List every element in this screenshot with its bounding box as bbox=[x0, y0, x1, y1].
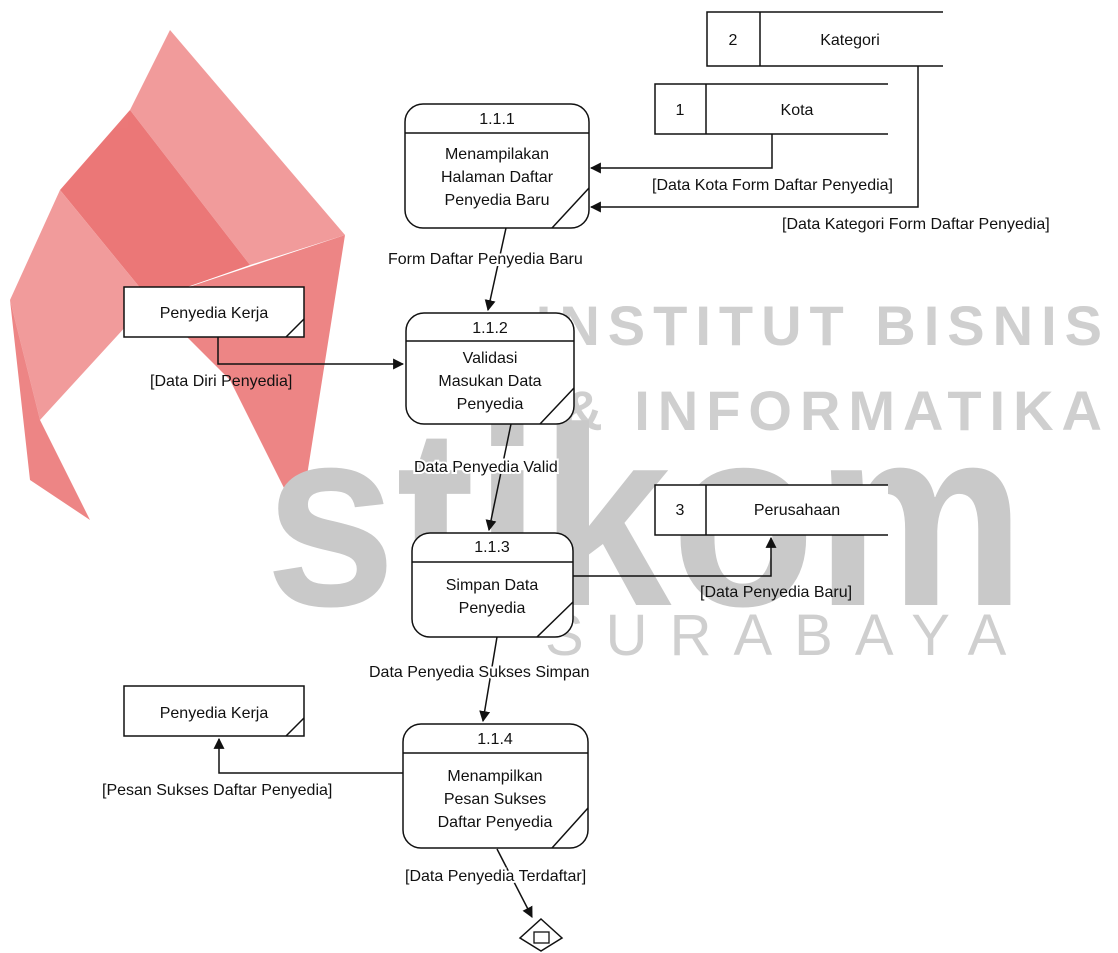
process-id: 1.1.4 bbox=[477, 731, 513, 748]
process-1-1-3[interactable]: 1.1.3 Simpan Data Penyedia bbox=[411, 532, 574, 638]
offpage-connector-icon[interactable] bbox=[518, 917, 564, 952]
flow-pesan-sukses[interactable]: [Pesan Sukses Daftar Penyedia] bbox=[102, 737, 403, 799]
datastore-name: Kategori bbox=[820, 32, 880, 49]
datastore-number: 2 bbox=[729, 32, 738, 49]
flow-label: [Data Penyedia Terdaftar] bbox=[405, 868, 586, 885]
flow-form-daftar[interactable]: Form Daftar Penyedia Baru bbox=[386, 227, 585, 312]
flow-sukses-simpan[interactable]: Data Penyedia Sukses Simpan bbox=[367, 636, 592, 723]
flow-data-kategori[interactable]: [Data Kategori Form Daftar Penyedia] bbox=[589, 66, 1050, 233]
watermark: INSTITUT BISNIS & INFORMATIKA stikom SUR… bbox=[10, 30, 1110, 668]
process-name-line: Masukan Data bbox=[438, 373, 541, 390]
process-name-line: Menampilkan bbox=[447, 768, 542, 785]
process-name-line: Penyedia bbox=[459, 600, 526, 617]
flow-label: [Pesan Sukses Daftar Penyedia] bbox=[102, 782, 332, 799]
process-name-line: Halaman Daftar bbox=[441, 169, 554, 186]
flow-label: [Data Diri Penyedia] bbox=[150, 373, 292, 390]
process-1-1-2[interactable]: 1.1.2 Validasi Masukan Data Penyedia bbox=[405, 312, 575, 425]
watermark-line1: INSTITUT BISNIS bbox=[536, 294, 1110, 357]
flow-label: Data Penyedia Valid bbox=[414, 459, 558, 476]
watermark-city: SURABAYA bbox=[545, 603, 1028, 668]
flow-label: [Data Kategori Form Daftar Penyedia] bbox=[782, 216, 1050, 233]
process-name-line: Daftar Penyedia bbox=[438, 814, 553, 831]
watermark-line2: & INFORMATIKA bbox=[562, 379, 1110, 442]
flow-label: [Data Kota Form Daftar Penyedia] bbox=[652, 177, 893, 194]
entity-name: Penyedia Kerja bbox=[160, 305, 269, 322]
datastore-name: Perusahaan bbox=[754, 502, 840, 519]
flow-label: [Data Penyedia Baru] bbox=[700, 584, 852, 601]
entity-penyedia-kerja-top[interactable]: Penyedia Kerja bbox=[123, 286, 305, 338]
datastore-kota[interactable]: 1 Kota bbox=[654, 83, 888, 135]
flow-data-kota[interactable]: [Data Kota Form Daftar Penyedia] bbox=[589, 134, 893, 194]
entity-penyedia-kerja-bottom[interactable]: Penyedia Kerja bbox=[123, 685, 305, 737]
datastore-kategori[interactable]: 2 Kategori bbox=[706, 11, 943, 67]
process-1-1-4[interactable]: 1.1.4 Menampilkan Pesan Sukses Daftar Pe… bbox=[402, 723, 589, 849]
flow-label: Form Daftar Penyedia Baru bbox=[388, 251, 583, 268]
datastore-name: Kota bbox=[781, 102, 814, 119]
process-id: 1.1.2 bbox=[472, 320, 508, 337]
process-name-line: Menampilakan bbox=[445, 146, 549, 163]
process-id: 1.1.1 bbox=[479, 111, 515, 128]
entity-name: Penyedia Kerja bbox=[160, 705, 269, 722]
process-name-line: Penyedia Baru bbox=[445, 192, 550, 209]
process-name-line: Pesan Sukses bbox=[444, 791, 546, 808]
process-id: 1.1.3 bbox=[474, 539, 510, 556]
flow-data-terdaftar[interactable]: [Data Penyedia Terdaftar] bbox=[403, 848, 588, 918]
flow-label: Data Penyedia Sukses Simpan bbox=[369, 664, 590, 681]
flow-data-penyedia-baru[interactable]: [Data Penyedia Baru] bbox=[573, 536, 852, 601]
watermark-brand: stikom bbox=[265, 375, 1025, 660]
process-1-1-1[interactable]: 1.1.1 Menampilakan Halaman Daftar Penyed… bbox=[404, 103, 590, 229]
datastore-perusahaan[interactable]: 3 Perusahaan bbox=[654, 484, 888, 536]
flow-data-diri[interactable]: [Data Diri Penyedia] bbox=[150, 337, 405, 390]
datastore-number: 3 bbox=[676, 502, 685, 519]
process-name-line: Simpan Data bbox=[446, 577, 539, 594]
process-name-line: Penyedia bbox=[457, 396, 524, 413]
datastore-number: 1 bbox=[676, 102, 685, 119]
flow-data-valid[interactable]: Data Penyedia Valid bbox=[412, 423, 560, 532]
process-name-line: Validasi bbox=[463, 350, 518, 367]
